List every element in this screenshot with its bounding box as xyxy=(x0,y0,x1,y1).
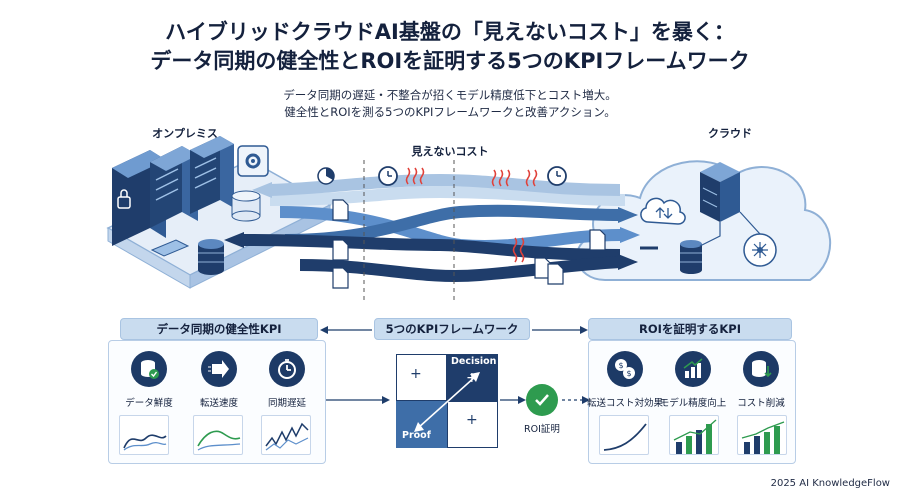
gear-icon xyxy=(237,145,269,177)
accuracy-bar-chart xyxy=(669,415,719,455)
kpi-label: モデル精度向上 xyxy=(659,398,727,409)
cloud-label: クラウド xyxy=(708,127,752,140)
health-kpi-panel: データ鮮度 転送速度 同期遅延 xyxy=(108,340,326,464)
cost-reduction-chart xyxy=(737,415,787,455)
subtitle-line1: データ同期の遅延・不整合が招くモデル精度低下とコスト増大。 xyxy=(283,88,617,102)
kpi-transfer-cost: $$ 転送コスト対効果 xyxy=(587,351,663,409)
hidden-cost-label: 見えないコスト xyxy=(411,145,489,158)
kpi-data-freshness: データ鮮度 xyxy=(123,351,175,409)
database-icon xyxy=(198,239,224,275)
page-title-line2: データ同期の健全性とROIを証明する5つのKPIフレームワーク xyxy=(150,49,750,73)
plus-icon: + xyxy=(466,370,478,386)
svg-text:$: $ xyxy=(619,361,624,370)
database-check-icon xyxy=(131,351,167,387)
onprem-label: オンプレミス xyxy=(152,127,218,140)
subtitle-line2: 健全性とROIを測る5つのKPIフレームワークと改善アクション。 xyxy=(284,105,616,119)
pie-chart-icon xyxy=(317,167,335,185)
to-matrix-arrow xyxy=(326,396,390,404)
data-flow-arrows xyxy=(224,173,658,283)
freshness-trend-chart xyxy=(119,415,169,455)
roi-proof-label: ROI証明 xyxy=(524,424,560,435)
cloud-upload-icon xyxy=(640,197,686,225)
kpi-cost-reduction: コスト削減 xyxy=(729,351,793,409)
health-kpi-header: データ同期の健全性KPI xyxy=(120,318,318,340)
hybrid-cloud-illustration xyxy=(106,136,832,300)
diagonal-arrow xyxy=(414,372,480,432)
decision-proof-matrix: Decision + + + Proof xyxy=(396,354,498,448)
decision-label: Decision xyxy=(451,356,497,367)
fast-transfer-icon xyxy=(201,351,237,387)
to-roi-arrow xyxy=(500,396,526,404)
database-icon xyxy=(231,190,261,222)
stopwatch-icon xyxy=(547,166,567,186)
heat-wave-icon xyxy=(405,167,538,263)
kpi-label: 同期遅延 xyxy=(267,398,306,409)
server-rack-icon xyxy=(190,136,234,214)
stopwatch-icon xyxy=(269,351,305,387)
plus-icon: + xyxy=(466,412,478,428)
band-connector-arrows xyxy=(320,326,588,334)
network-switch-icon xyxy=(150,239,190,257)
page-title-line1: ハイブリッドクラウドAI基盤の「見えないコスト」を暴く： xyxy=(165,20,735,44)
latency-trend-chart xyxy=(261,415,311,455)
document-icon xyxy=(332,199,606,289)
kpi-transfer-speed: 転送速度 xyxy=(193,351,245,409)
kpi-label: 転送コスト対効果 xyxy=(587,398,664,409)
roi-kpi-panel: $$ 転送コスト対効果 モデル精度向上 コスト削減 xyxy=(587,340,796,464)
proof-label: Proof xyxy=(402,430,431,441)
check-circle-icon xyxy=(526,384,558,416)
roi-kpi-header: ROIを証明するKPI xyxy=(588,318,792,340)
cost-reduction-icon xyxy=(743,351,779,387)
dashed-arrow xyxy=(562,396,590,404)
plus-icon: + xyxy=(410,366,422,382)
svg-text:$: $ xyxy=(627,369,632,378)
stopwatch-icon xyxy=(378,166,398,186)
kpi-label: データ鮮度 xyxy=(125,398,173,409)
bar-growth-icon xyxy=(675,351,711,387)
cost-effect-chart xyxy=(599,415,649,455)
server-stack-icon xyxy=(700,162,740,222)
kpi-label: 転送速度 xyxy=(199,398,238,409)
kpi-label: コスト削減 xyxy=(737,398,785,409)
database-icon xyxy=(680,240,702,274)
speed-trend-chart xyxy=(193,415,243,455)
cost-exchange-icon: $$ xyxy=(607,351,643,387)
framework-header: 5つのKPIフレームワーク xyxy=(374,318,530,340)
ai-brain-icon xyxy=(743,233,777,267)
kpi-model-accuracy: モデル精度向上 xyxy=(659,351,727,409)
kpi-sync-latency: 同期遅延 xyxy=(261,351,313,409)
footer-credit: 2025 AI KnowledgeFlow xyxy=(770,478,890,489)
